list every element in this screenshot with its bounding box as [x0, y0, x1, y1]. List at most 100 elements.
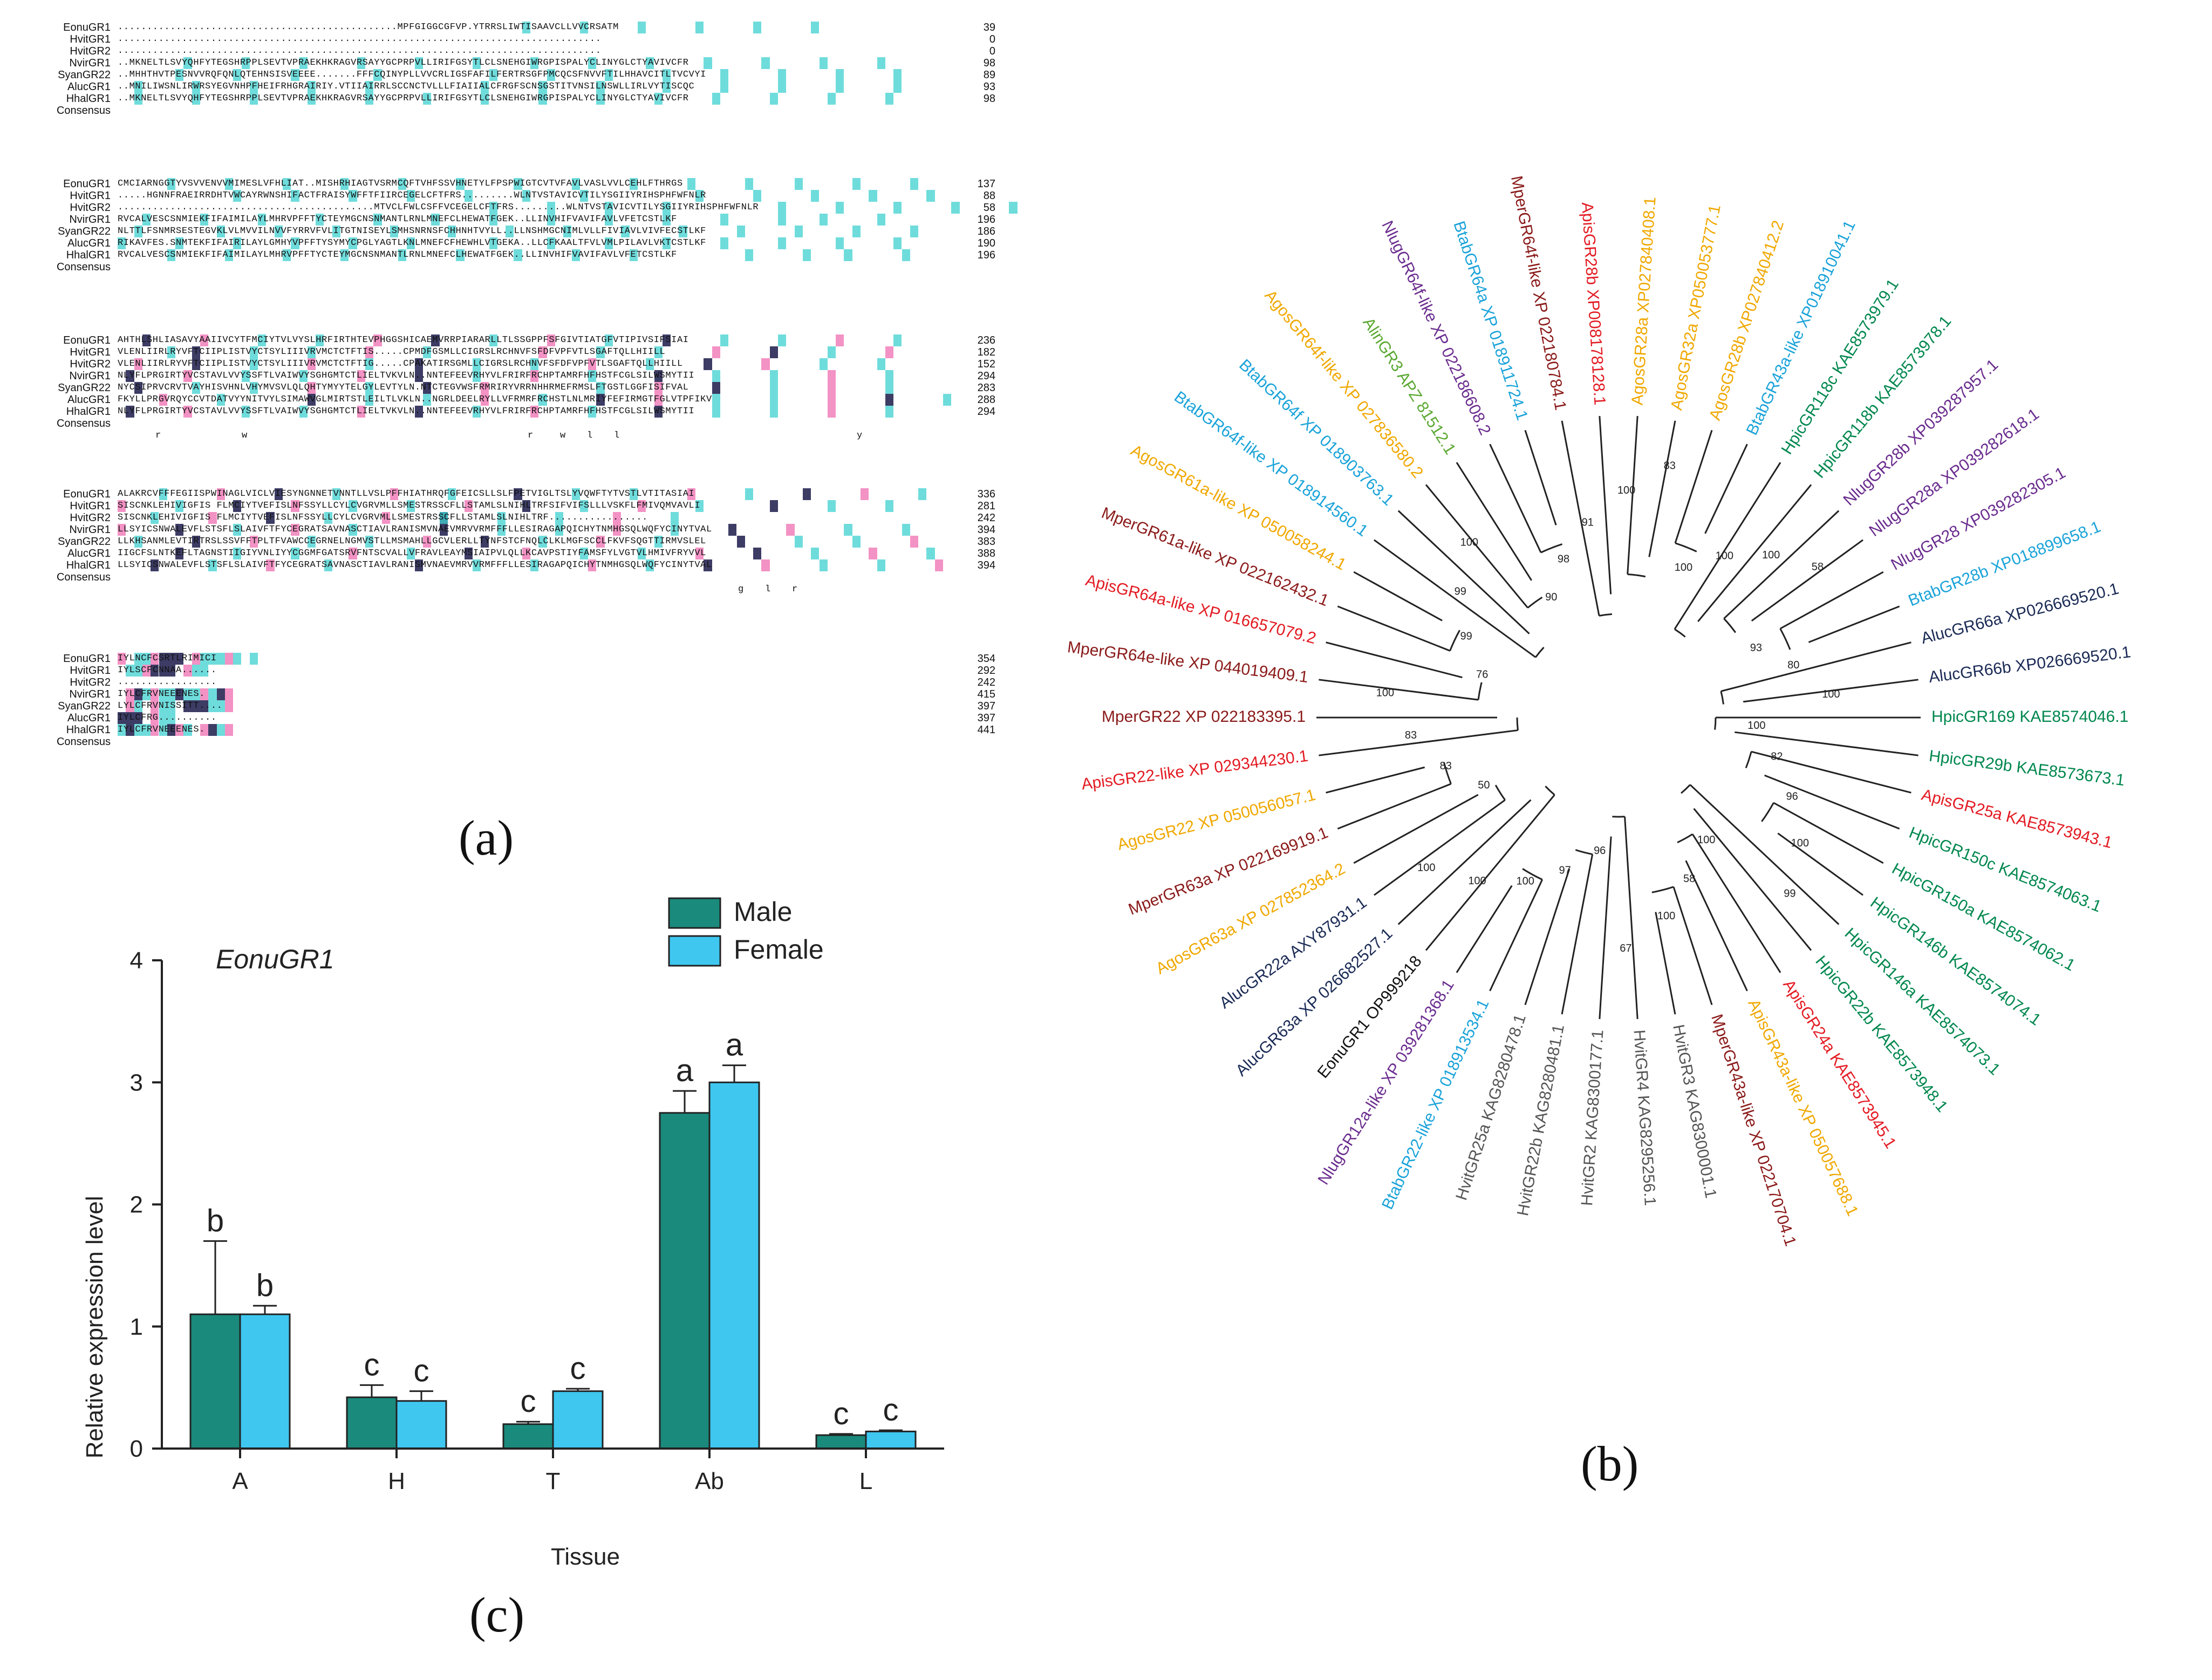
residue-highlight: [365, 81, 374, 93]
y-tick-label: 4: [130, 947, 143, 974]
sequence-position: 182: [977, 346, 995, 358]
sequence-name: AlucGR1: [67, 394, 111, 406]
residue-highlight: [695, 500, 704, 512]
bar: [189, 1313, 241, 1450]
tree-leaf-label: ApisGR24a KAE8573945.1: [1779, 976, 1900, 1152]
tree-leaf-label: AgosGR63a XP 027852364.2: [1153, 860, 1348, 978]
sequence-position: 394: [977, 559, 995, 571]
residue-highlight: [769, 346, 778, 358]
tree-leaf-label: HpicGR169 KAE8574046.1: [1931, 708, 2128, 726]
residue-highlight: [167, 665, 176, 677]
residue-highlight: [159, 688, 167, 700]
residue-highlight: [745, 488, 754, 500]
sequence-name: HvitGR1: [70, 346, 111, 358]
residue-highlight: [224, 249, 234, 261]
tree-branch: [1326, 766, 1425, 794]
bootstrap-value: 100: [1791, 837, 1809, 849]
consensus-residue: r: [792, 584, 798, 595]
residue-highlight: [299, 57, 308, 69]
tree-arc: [1540, 543, 1563, 554]
residue-highlight: [183, 406, 192, 418]
residue-highlight: [134, 358, 142, 370]
sequence-name: NvirGR1: [69, 688, 111, 700]
residue-highlight: [414, 559, 424, 571]
residue-highlight: [522, 22, 530, 33]
residue-highlight: [151, 653, 159, 665]
residue-highlight: [390, 226, 399, 237]
tree-branch: [1721, 641, 1911, 692]
bootstrap-value: 96: [1786, 791, 1798, 803]
residue-highlight: [671, 512, 679, 524]
residue-highlight: [192, 665, 200, 677]
tree-arc: [1527, 596, 1543, 609]
tree-branch: [1337, 605, 1451, 652]
tree-arc: [1761, 802, 1774, 822]
residue-highlight: [712, 93, 720, 105]
sequence-name: Consensus: [56, 571, 111, 583]
bar: [239, 1313, 291, 1450]
tree-branch: [1693, 808, 1812, 951]
residue-highlight: [134, 81, 142, 93]
residue-highlight: [439, 512, 448, 524]
residue-highlight: [249, 358, 258, 370]
x-tick-label: Ab: [695, 1468, 724, 1494]
tree-branch: [1777, 832, 1863, 896]
bootstrap-value: 83: [1440, 760, 1452, 772]
legend-label: Male: [734, 897, 792, 927]
residue-highlight: [233, 190, 242, 202]
residue-highlight: [646, 57, 654, 69]
residue-highlight: [836, 81, 844, 93]
alignment-row: HvitGR2.................................…: [0, 45, 1003, 57]
panel-label-a: (a): [459, 810, 514, 865]
sequence-position: 88: [983, 190, 995, 202]
residue-highlight: [827, 394, 836, 406]
residue-highlight: [142, 653, 151, 665]
bar: [552, 1390, 604, 1450]
tree-leaf-label: MperGR22 XP 022183395.1: [1102, 708, 1306, 726]
consensus-residue: r: [528, 431, 534, 441]
residue-highlight: [258, 334, 267, 346]
significance-letter: c: [364, 1347, 380, 1382]
tree-branch: [1674, 429, 1713, 544]
residue-highlight: [241, 406, 250, 418]
residue-highlight: [844, 249, 852, 261]
residue-highlight: [604, 202, 613, 214]
sequence-name: SyanGR22: [58, 382, 111, 394]
residue-highlight: [489, 237, 497, 249]
residue-highlight: [579, 190, 589, 202]
residue-highlight: [472, 57, 481, 69]
sequence-name: EonuGR1: [63, 488, 111, 500]
bar: [815, 1434, 867, 1450]
residue-highlight: [604, 237, 613, 249]
sequence-position: 288: [977, 394, 995, 406]
panel-label-b: (b): [1581, 1436, 1639, 1491]
bootstrap-value: 76: [1476, 668, 1488, 680]
residue-highlight: [316, 334, 324, 346]
residue-highlight: [934, 559, 943, 571]
tree-branch: [1674, 462, 1781, 630]
residue-highlight: [216, 688, 225, 700]
sequence-residues: IYLNCFCSRTLRIMICI: [118, 653, 217, 664]
residue-highlight: [918, 488, 927, 500]
sequence-name: HvitGR2: [70, 512, 111, 524]
tree-branch: [1489, 443, 1542, 553]
sequence-residues: SISCNKLEHIVIGFIS FLMCIYTVEFISLNFSSYLLCYL…: [118, 513, 648, 523]
tree-leaf-label: AgosGR32a XP050053777.1: [1668, 203, 1724, 412]
residue-highlight: [167, 724, 176, 736]
bootstrap-value: 83: [1405, 729, 1417, 741]
tree-branch: [1326, 641, 1463, 679]
residue-highlight: [869, 548, 877, 559]
alignment-panel: EonuGR1.................................…: [0, 0, 1018, 885]
tree-arc: [1494, 784, 1506, 801]
residue-highlight: [175, 548, 184, 559]
consensus-residue: r: [155, 431, 161, 441]
residue-highlight: [159, 724, 167, 736]
bootstrap-value: 99: [1460, 631, 1472, 643]
residue-highlight: [200, 724, 209, 736]
